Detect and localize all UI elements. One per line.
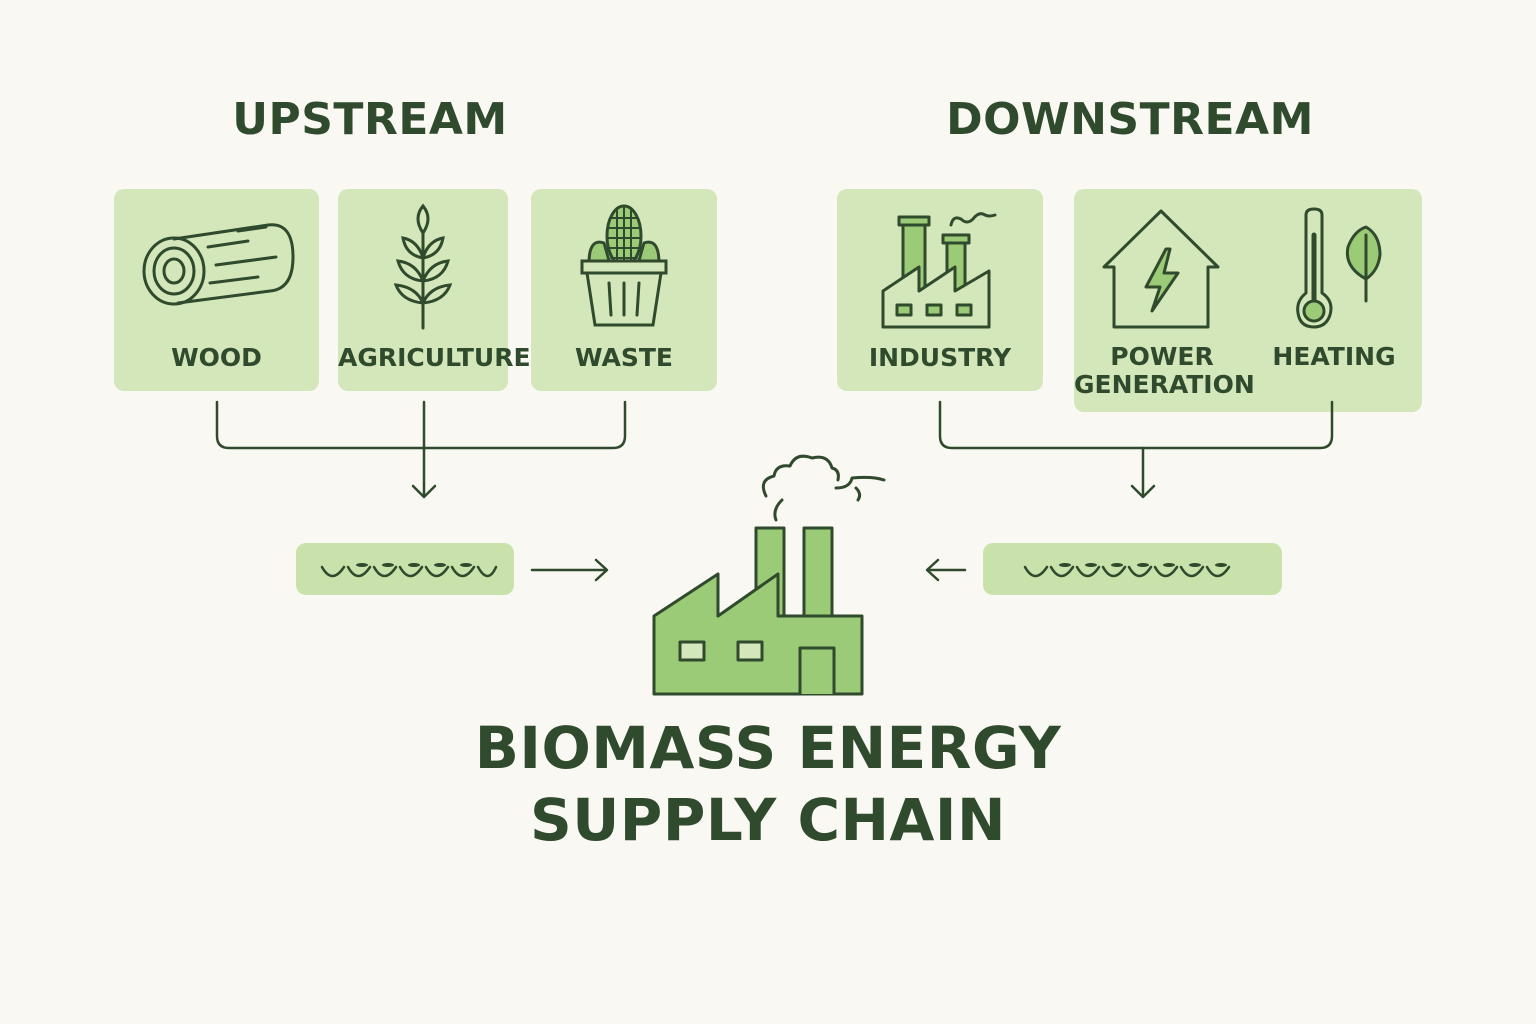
pellets-icon bbox=[320, 563, 498, 578]
thermometer-leaf-icon bbox=[1296, 207, 1382, 329]
upstream-heading: UPSTREAM bbox=[232, 94, 508, 145]
card-label-power-line1: POWER bbox=[1110, 342, 1214, 371]
card-label-heating: HEATING bbox=[1272, 342, 1396, 371]
upstream-down-arrowhead bbox=[411, 484, 437, 499]
downstream-connector bbox=[938, 400, 1334, 450]
house-lightning-icon bbox=[1102, 209, 1220, 329]
main-title-line2: SUPPLY CHAIN bbox=[529, 786, 1007, 854]
downstream-heading: DOWNSTREAM bbox=[946, 94, 1314, 145]
upstream-connector bbox=[215, 400, 627, 450]
card-label-industry: INDUSTRY bbox=[868, 343, 1012, 372]
log-icon bbox=[142, 223, 295, 306]
card-label-waste: WASTE bbox=[575, 343, 673, 372]
biomass-material-bar-downstream bbox=[983, 543, 1282, 595]
card-label-agriculture: AGRICULTURE bbox=[338, 343, 531, 372]
card-industry: INDUSTRY bbox=[837, 189, 1043, 391]
factory-icon bbox=[881, 212, 997, 329]
card-wood: WOOD bbox=[114, 189, 319, 391]
biomass-plant-icon bbox=[652, 454, 886, 696]
card-waste: WASTE bbox=[531, 189, 717, 391]
main-title: BIOMASS ENERGY SUPPLY CHAIN bbox=[368, 712, 1168, 856]
biomass-material-bar-upstream bbox=[296, 543, 514, 595]
main-title-line1: BIOMASS ENERGY bbox=[474, 714, 1062, 782]
wheat-icon bbox=[393, 203, 453, 330]
downstream-down-arrowhead bbox=[1130, 484, 1156, 499]
card-power-heating: POWER GENERATION HEATING bbox=[1074, 189, 1422, 412]
card-label-wood: WOOD bbox=[171, 343, 262, 372]
waste-basket-icon bbox=[580, 204, 668, 327]
card-label-power-line2: GENERATION bbox=[1074, 370, 1255, 399]
card-label-power: POWER GENERATION bbox=[1074, 342, 1255, 399]
card-agriculture: AGRICULTURE bbox=[338, 189, 531, 391]
pellets-icon bbox=[1023, 563, 1231, 578]
